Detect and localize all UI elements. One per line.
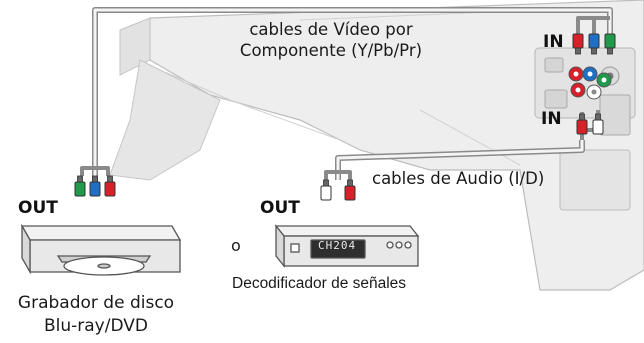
or-label: o <box>231 236 241 255</box>
tv-rear-panel <box>109 0 644 291</box>
video-cable-label: cables de Vídeo por Componente (Y/Pb/Pr) <box>206 19 456 61</box>
audio-cable-label: cables de Audio (I/D) <box>372 169 545 188</box>
plug-audio-r <box>344 179 356 201</box>
tv-jack-row-audio <box>570 82 602 100</box>
tv-jack-row-video <box>568 66 612 88</box>
video-cable-label-line2: Componente (Y/Pb/Pr) <box>239 41 423 60</box>
decoder-display-text: CH204 <box>318 239 357 252</box>
tv-video-in-label: IN <box>543 32 564 52</box>
decoder-out-label: OUT <box>260 198 300 218</box>
recorder-name-line1: Grabador de disco <box>17 293 175 313</box>
plug-y <box>74 175 86 197</box>
tv-stand <box>109 59 221 181</box>
set-top-decoder-icon <box>274 224 420 268</box>
audio-cable <box>324 110 600 182</box>
tv-video-plugs <box>572 33 616 55</box>
plug-pr <box>104 175 116 197</box>
video-cable-label-line1: cables de Vídeo por <box>249 20 413 39</box>
recorder-output-plugs <box>74 175 116 197</box>
decoder-output-plugs <box>320 179 356 201</box>
recorder-name-line2: Blu-ray/DVD <box>43 316 148 336</box>
recorder-name-label: Grabador de disco Blu-ray/DVD <box>6 292 186 338</box>
component-video-cable <box>80 7 613 182</box>
tv-audio-in-label: IN <box>541 109 562 129</box>
tv-jack-panel <box>534 47 636 211</box>
decoder-name-label: Decodificador de señales <box>232 275 407 292</box>
recorder-out-label: OUT <box>18 198 58 218</box>
plug-pb <box>89 175 101 197</box>
bluray-dvd-recorder-icon <box>20 223 182 276</box>
plug-audio-l <box>320 179 332 201</box>
